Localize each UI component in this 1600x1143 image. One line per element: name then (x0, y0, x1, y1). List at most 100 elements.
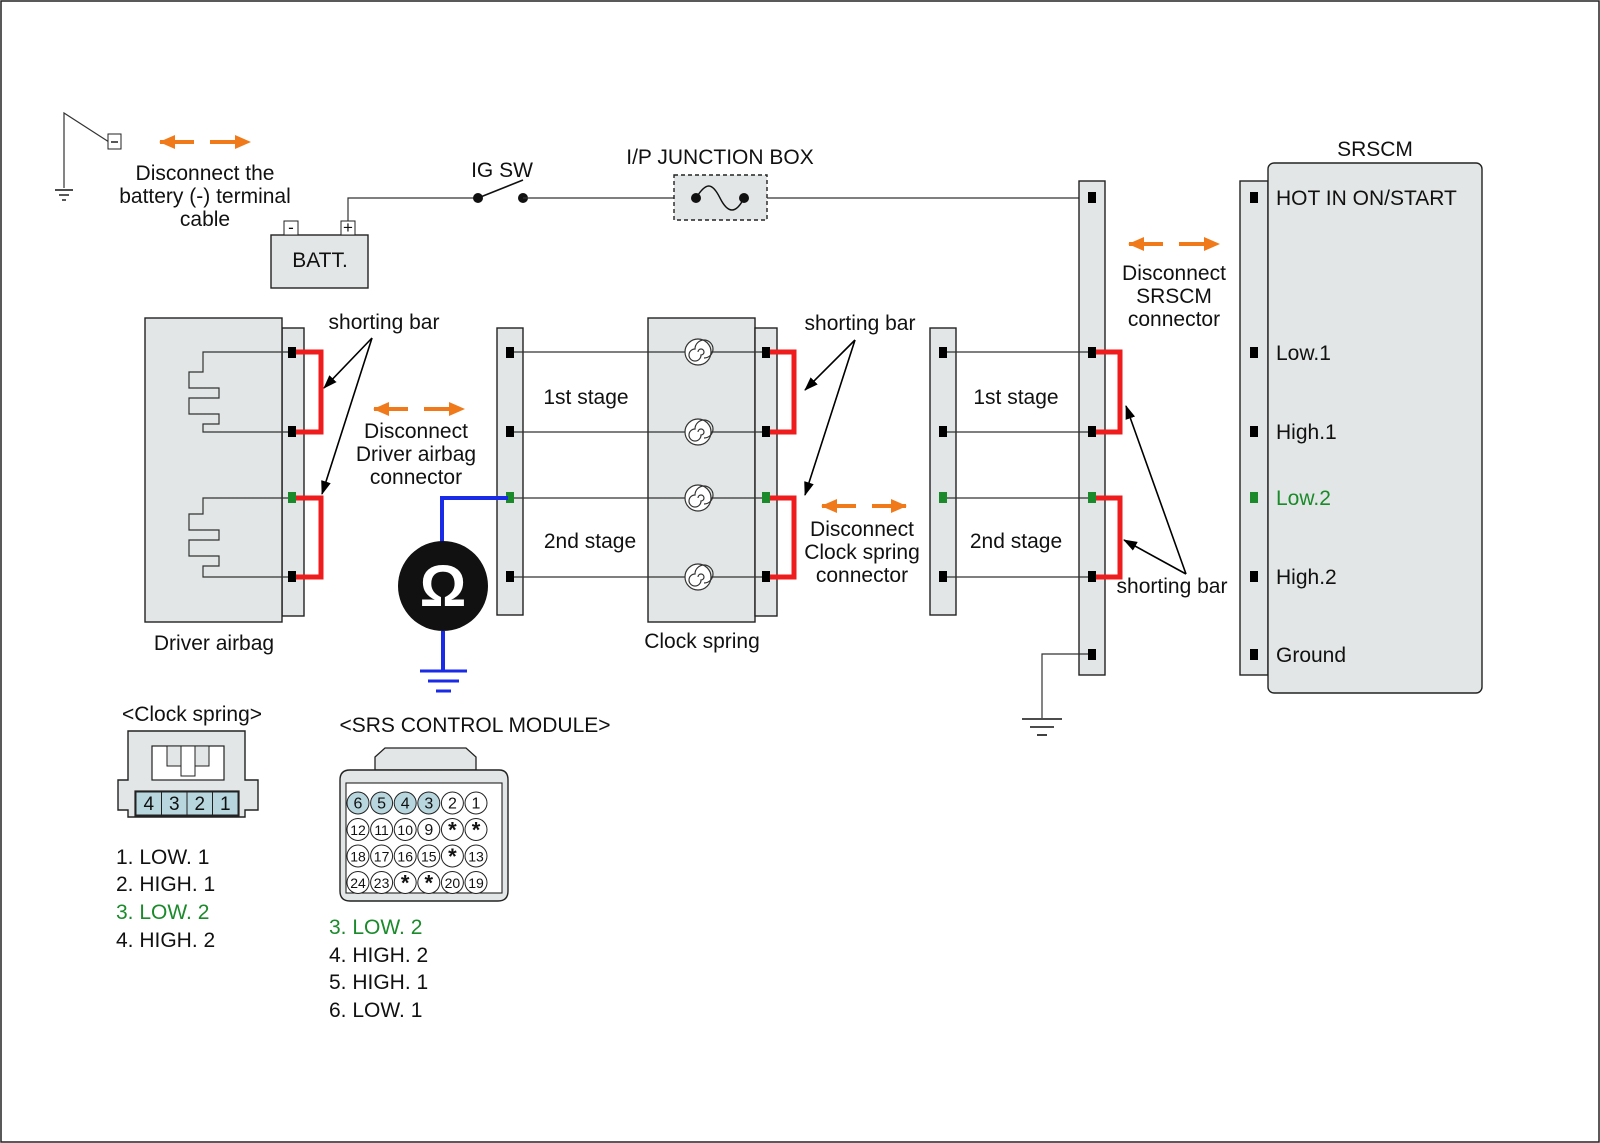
srs-module-pin (440, 871, 464, 894)
battery-pos-wire (347, 197, 477, 221)
driver-note-line-2: Driver airbag (356, 443, 476, 466)
clock-spring-shorting-bar-2 (770, 495, 797, 580)
srscm-note-line-2: SRSCM (1136, 285, 1212, 308)
srs-legend-3: 5. HIGH. 1 (329, 971, 428, 994)
driver-note-line-3: connector (370, 466, 462, 489)
ohmmeter (398, 541, 488, 631)
clock-spring-group: 1st stage 2nd stage Clock spring shortin… (496, 312, 916, 653)
srs-legend-1: 3. LOW. 2 (329, 916, 422, 939)
fuse-icon (695, 185, 745, 211)
srscm-pin-low2: Low.2 (1276, 487, 1331, 510)
clock-note-line-3: connector (816, 564, 908, 587)
clock-stage1-label: 1st stage (543, 386, 628, 409)
battery-pos-sign: + (343, 218, 353, 237)
clock-spring-right-connector (754, 327, 778, 617)
clock-spring-cell-label: 3 (169, 794, 180, 815)
srs-module-pin-label: 13 (468, 849, 484, 865)
srscm-pin-high2: High.2 (1276, 566, 1337, 589)
srscm-shorting-bar-1 (1096, 349, 1123, 435)
srs-module-pin-label: 3 (424, 796, 433, 813)
srs-module-pin (393, 871, 417, 894)
srs-module-pin (417, 818, 441, 841)
clock-spring-cell-label: 4 (143, 794, 154, 815)
srscm-title: SRSCM (1337, 138, 1413, 161)
ig-switch-label: IG SW (471, 159, 533, 182)
srs-module-pin-label: 4 (401, 796, 410, 813)
ground-icon (1022, 718, 1062, 736)
clock-stage2-label: 2nd stage (544, 530, 636, 553)
srs-module-pin-label: 18 (350, 849, 366, 865)
srs-module-pin-label: 15 (421, 849, 437, 865)
srs-module-pin-label: 5 (377, 796, 386, 813)
srscm-pin-ground: Ground (1276, 644, 1346, 667)
driver-airbag-disconnect-group: Disconnect Driver airbag connector (356, 402, 476, 489)
srs-module-pin (370, 844, 394, 868)
srs-module-pin-label: 12 (350, 822, 366, 838)
srs-module-pin-label: 10 (397, 822, 413, 838)
srscm-pin-hot: HOT IN ON/START (1276, 187, 1457, 210)
driver-note-line-1: Disconnect (364, 420, 468, 443)
srs-module-pin (417, 791, 441, 815)
driver-airbag-label: Driver airbag (154, 632, 274, 655)
clock-spring-label: Clock spring (644, 630, 760, 653)
srscm-group: SRSCM HOT IN ON/START Low.1 High.1 Low.2… (1239, 138, 1483, 694)
driver-airbag-shorting-bar-2 (296, 495, 324, 580)
srs-module-pin-label: 19 (468, 875, 484, 891)
srscm-note-line-3: connector (1128, 308, 1220, 331)
srs-module-pin-label: 16 (397, 849, 413, 865)
srs-module-pin (464, 844, 488, 868)
srscm-pin-low1: Low.1 (1276, 342, 1331, 365)
harness-stage1-label: 1st stage (973, 386, 1058, 409)
srs-module-pin (440, 844, 464, 868)
srs-module-pin (393, 791, 417, 815)
clock-legend-2: 2. HIGH. 1 (116, 873, 215, 896)
srs-module-pin-label: 2 (448, 796, 457, 813)
srs-module-pin-label: 1 (472, 796, 481, 813)
srs-module-pin-label: * (425, 871, 434, 896)
power-supply-group: - + BATT. IG SW I/P JUNCTION BOX (270, 146, 1095, 289)
srs-module-pin-label: 9 (424, 822, 433, 839)
srs-module-pin (346, 844, 370, 868)
srs-module-pin (440, 791, 464, 815)
srscm-note-line-1: Disconnect (1122, 262, 1226, 285)
shorting-bar-label-2: shorting bar (805, 312, 916, 335)
srs-module-pin-label: * (448, 844, 457, 869)
clock-note-line-2: Clock spring (804, 541, 920, 564)
battery-disconnect-group: Disconnect the battery (-) terminal cabl… (55, 111, 291, 231)
battery-neg-cable (63, 111, 110, 188)
clock-note-line-1: Disconnect (810, 518, 914, 541)
srs-module-pin-label: 24 (350, 875, 366, 891)
junction-box-label: I/P JUNCTION BOX (626, 146, 813, 169)
driver-airbag-shorting-bar-1 (296, 349, 324, 435)
driver-airbag-group: Driver airbag shorting bar (144, 311, 439, 655)
srs-module-pin-label: 11 (374, 822, 389, 838)
srs-module-pin (346, 871, 370, 894)
clock-spring-cell-label: 1 (220, 794, 231, 815)
harness-stage2-label: 2nd stage (970, 530, 1062, 553)
srs-module-pin-label: * (448, 818, 457, 843)
ground-icon (55, 189, 73, 201)
battery-note-line-3: cable (180, 208, 230, 231)
clock-legend-3: 3. LOW. 2 (116, 901, 209, 924)
ground-icon (420, 669, 467, 693)
srs-module-pin (393, 818, 417, 841)
srs-module-pin (346, 818, 370, 841)
srs-module-connector-title: <SRS CONTROL MODULE> (339, 714, 610, 737)
srscm-body (1267, 162, 1483, 694)
srs-module-pin (346, 791, 370, 815)
srs-module-pin (440, 818, 464, 841)
srs-module-pin-label: 20 (445, 875, 461, 891)
srs-legend-4: 6. LOW. 1 (329, 999, 422, 1022)
srs-module-pin (370, 871, 394, 894)
battery-note-line-2: battery (-) terminal (119, 185, 291, 208)
srs-module-pin (370, 818, 394, 841)
srs-module-pin (417, 844, 441, 868)
ohm-symbol: Ω (420, 554, 467, 619)
driver-airbag-body (144, 317, 283, 623)
clock-spring-left-connector (496, 327, 524, 616)
harness-group: 1st stage 2nd stage shorting bar (929, 180, 1227, 736)
